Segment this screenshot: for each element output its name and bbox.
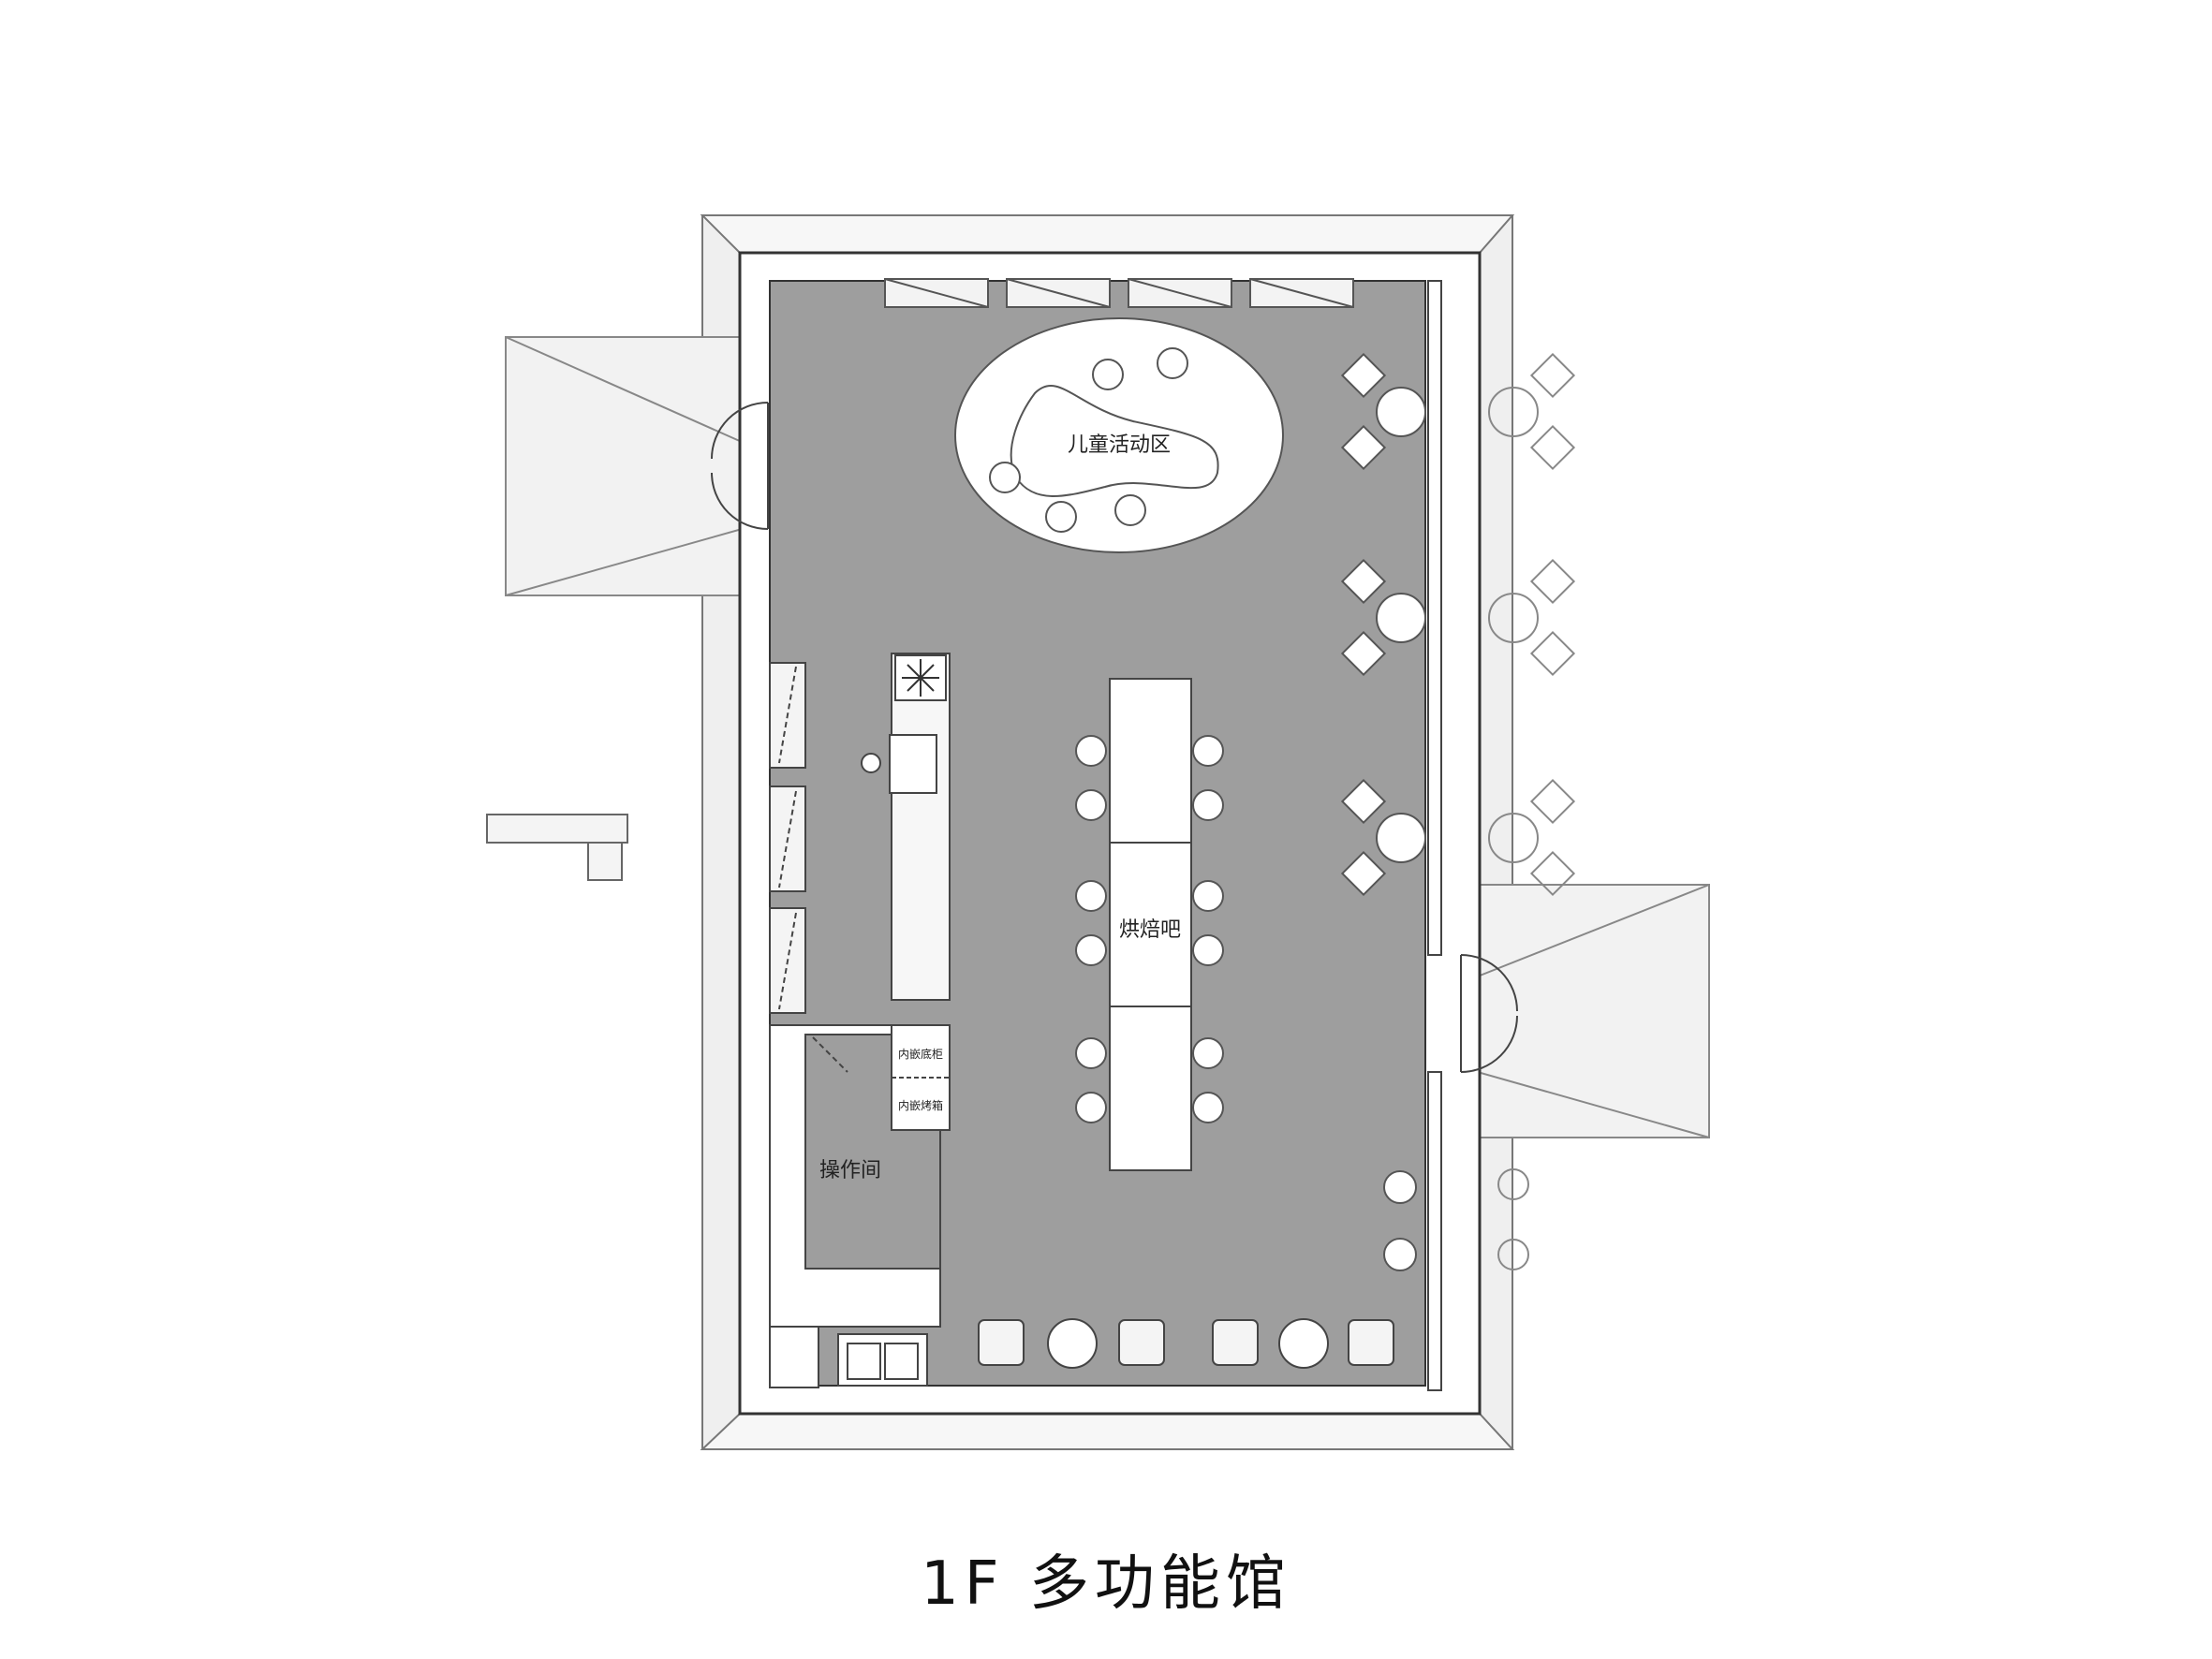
operation-room-label: 操作间 xyxy=(819,1159,881,1182)
right-seating xyxy=(1340,352,1426,897)
left-canopy xyxy=(505,336,759,596)
counter xyxy=(861,653,951,1001)
outside-seating xyxy=(1488,352,1576,1270)
built-in-fridge-label: 内嵌底柜 xyxy=(898,1047,943,1061)
kids-area: 儿童活动区 xyxy=(954,317,1284,553)
right-canopy xyxy=(1460,884,1710,1138)
baking-bar-label: 烘焙吧 xyxy=(1119,918,1181,942)
plan-title: 1F 多功能馆 xyxy=(921,1549,1291,1619)
left-door xyxy=(711,402,769,530)
right-door xyxy=(1460,954,1518,1073)
top-windows xyxy=(884,278,1354,308)
utility-corner xyxy=(769,1326,928,1388)
built-in-oven-label: 内嵌烤箱 xyxy=(898,1098,943,1112)
kids-area-label: 儿童活动区 xyxy=(1068,433,1171,457)
left-cabinets xyxy=(769,662,806,1014)
left-bench xyxy=(486,814,628,881)
built-in-units: 内嵌底柜 内嵌烤箱 xyxy=(891,1024,951,1131)
corner-stools xyxy=(1383,1170,1417,1271)
baking-bar: 烘焙吧 xyxy=(1075,678,1224,1171)
bottom-lounge xyxy=(978,1318,1394,1369)
right-glazing xyxy=(1427,280,1442,1391)
